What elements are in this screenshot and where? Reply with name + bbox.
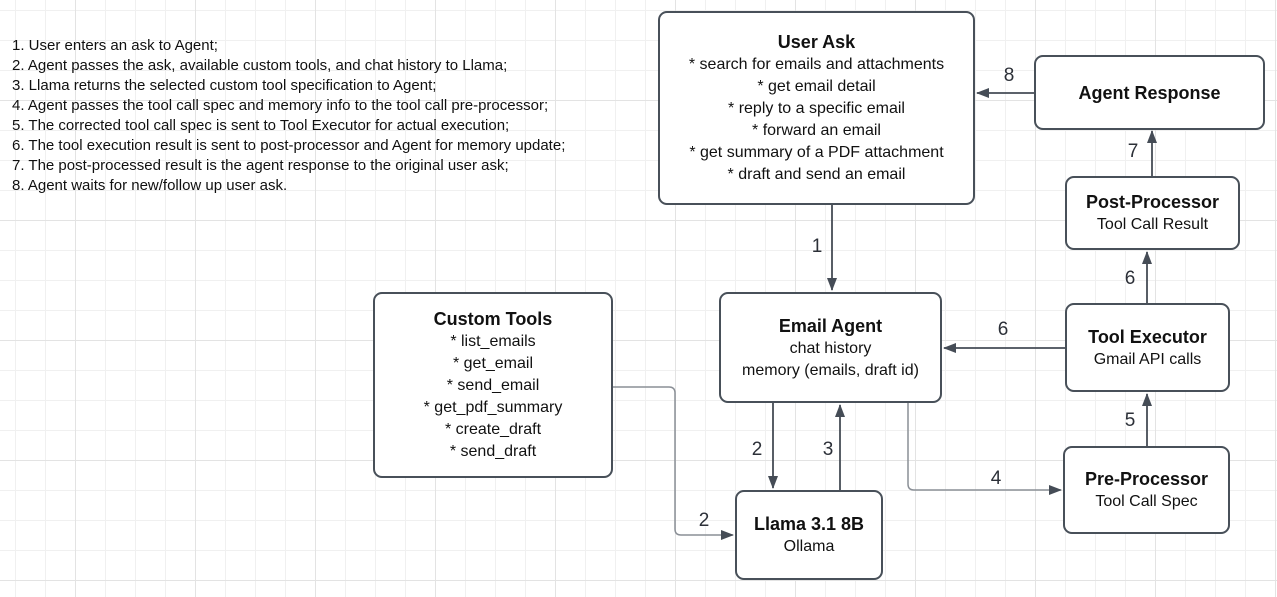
node-email-agent[interactable]: Email Agent chat history memory (emails,…: [719, 292, 942, 403]
node-title: Llama 3.1 8B: [753, 514, 865, 534]
edge-label-step6-to-post: 6: [1124, 268, 1136, 289]
edge-label-step2-tools-llama: 2: [698, 510, 710, 531]
node-subtitle: Tool Call Result: [1096, 216, 1209, 233]
node-title: User Ask: [777, 32, 856, 52]
node-line: * reply to a specific email: [728, 100, 905, 117]
node-line: * get_pdf_summary: [423, 399, 563, 416]
edge-label-step4: 4: [990, 468, 1002, 489]
node-subtitle: Ollama: [783, 538, 835, 555]
node-post-processor[interactable]: Post-Processor Tool Call Result: [1065, 176, 1240, 250]
node-title: Pre-Processor: [1084, 469, 1209, 489]
node-line: * create_draft: [444, 421, 542, 438]
node-custom-tools[interactable]: Custom Tools * list_emails * get_email *…: [373, 292, 613, 478]
connector-step2-customtools-to-llama[interactable]: [613, 386, 734, 540]
edge-label-step5: 5: [1124, 410, 1136, 431]
node-line: * list_emails: [450, 333, 536, 350]
note-line: 5. The corrected tool call spec is sent …: [12, 117, 510, 134]
node-line: * draft and send an email: [727, 166, 906, 183]
edge-label-step1: 1: [811, 236, 823, 257]
node-line: * get_email: [452, 355, 534, 372]
edge-label-step6-to-agent: 6: [997, 319, 1009, 340]
note-line: 4. Agent passes the tool call spec and m…: [12, 97, 549, 114]
node-subtitle: Tool Call Spec: [1095, 493, 1198, 510]
node-subtitle: Gmail API calls: [1093, 350, 1202, 368]
node-agent-response[interactable]: Agent Response: [1034, 55, 1265, 130]
node-title: Post-Processor: [1085, 192, 1220, 212]
node-line: * send_email: [446, 377, 540, 394]
node-line: * get summary of a PDF attachment: [689, 144, 944, 161]
node-title: Email Agent: [778, 315, 883, 336]
node-line: * get email detail: [757, 78, 876, 95]
step-notes: 1. User enters an ask to Agent; 2. Agent…: [12, 36, 565, 196]
node-line: chat history: [789, 339, 872, 357]
node-llama[interactable]: Llama 3.1 8B Ollama: [735, 490, 883, 580]
node-line: * search for emails and attachments: [688, 56, 945, 73]
edge-label-step3: 3: [822, 439, 834, 460]
note-line: 6. The tool execution result is sent to …: [12, 137, 566, 154]
note-line: 2. Agent passes the ask, available custo…: [12, 57, 508, 74]
node-title: Tool Executor: [1088, 326, 1207, 347]
edge-label-step2-agent-llama: 2: [751, 439, 763, 460]
node-user-ask[interactable]: User Ask * search for emails and attachm…: [658, 11, 975, 205]
note-line: 3. Llama returns the selected custom too…: [12, 77, 437, 94]
node-title: Custom Tools: [433, 309, 553, 329]
note-line: 1. User enters an ask to Agent;: [12, 37, 218, 54]
node-line: * send_draft: [449, 443, 537, 460]
edge-label-step8: 8: [1003, 65, 1015, 86]
node-line: memory (emails, draft id): [742, 361, 919, 379]
node-pre-processor[interactable]: Pre-Processor Tool Call Spec: [1063, 446, 1230, 534]
edge-label-step7: 7: [1127, 141, 1139, 162]
node-tool-executor[interactable]: Tool Executor Gmail API calls: [1065, 303, 1230, 392]
node-title: Agent Response: [1078, 82, 1221, 103]
node-line: * forward an email: [752, 122, 881, 139]
note-line: 7. The post-processed result is the agen…: [12, 157, 509, 174]
connector-step4-emailagent-to-preprocessor[interactable]: [907, 403, 1062, 495]
note-line: 8. Agent waits for new/follow up user as…: [12, 177, 288, 194]
